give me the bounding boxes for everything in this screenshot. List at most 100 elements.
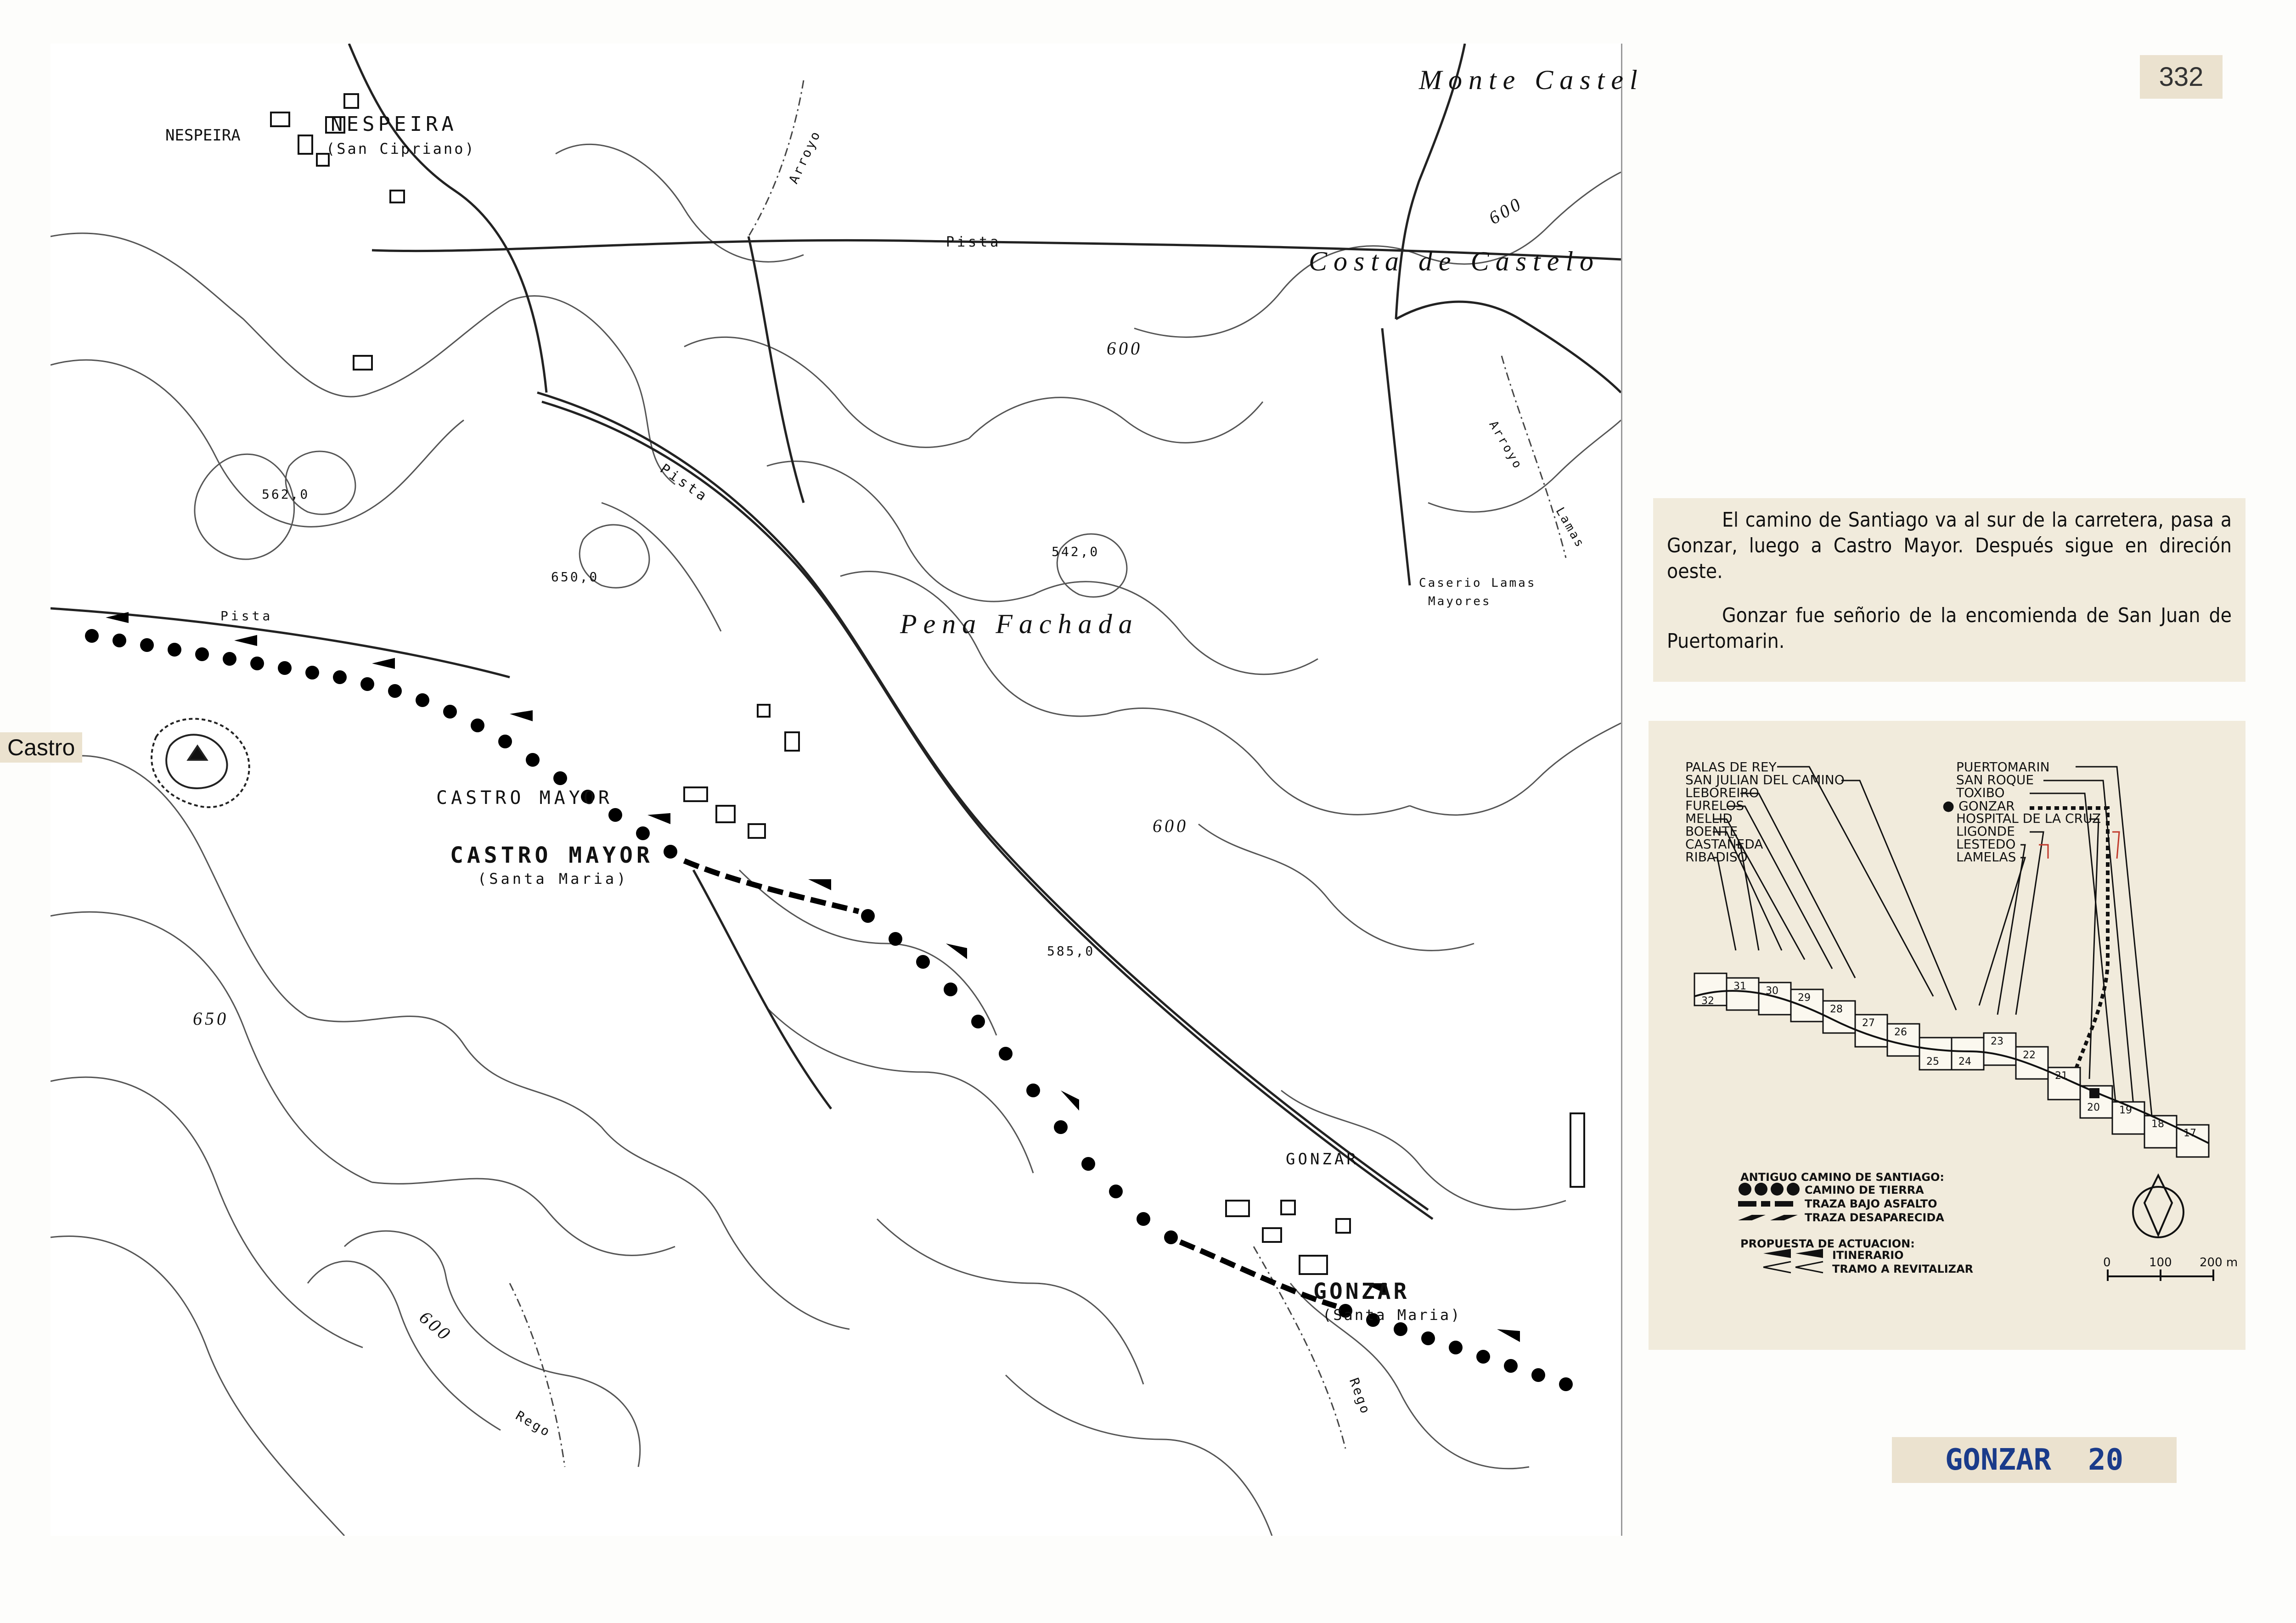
main-road (537, 391, 1429, 1211)
contour-line (1106, 708, 1410, 815)
place-label-castro-mayor: CASTRO MAYOR (450, 842, 653, 868)
contour-line (738, 869, 997, 1036)
contour-line (343, 1230, 641, 1467)
legend-place: CASTAÑEDA (1685, 837, 1763, 852)
route-dot (999, 1047, 1013, 1061)
route-dot (553, 771, 567, 785)
scale-label: 200 m (2200, 1256, 2238, 1269)
map-drawing (51, 44, 1621, 1536)
leader-line (1841, 780, 1957, 1011)
elevation-label: 650 (193, 1008, 229, 1029)
contour-line (1289, 1283, 1530, 1470)
sheet-box (1983, 1032, 2017, 1066)
route-dot (889, 932, 902, 946)
building (1280, 1200, 1296, 1215)
sheet-number: 29 (1798, 992, 1811, 1004)
contour-line (51, 232, 510, 398)
route-dot (1531, 1368, 1545, 1382)
building (389, 190, 405, 203)
feature-label-pista: Pista (946, 234, 1002, 250)
route-dot (85, 629, 99, 643)
route-dot (944, 983, 957, 996)
route-dot (608, 808, 622, 822)
itinerary-arrow-icon (946, 943, 967, 959)
itinerary-arrow-icon (1061, 1090, 1079, 1111)
sheet-number: 22 (2023, 1050, 2036, 1061)
leader-line (1978, 857, 2026, 1006)
legend-place-current-label: GONZAR (1958, 798, 2015, 814)
contour-line (51, 359, 464, 528)
legend-place: HOSPITAL DE LA CRUZ (1956, 811, 2101, 826)
stream (748, 80, 805, 237)
leader-line-red (2039, 844, 2049, 859)
sheet-box (1790, 988, 1824, 1022)
sheet-box (2015, 1046, 2049, 1080)
contour-line (840, 571, 1107, 717)
route-dot (1504, 1359, 1518, 1373)
contour-line (601, 502, 722, 632)
sheet-number: 20 (2088, 1443, 2124, 1477)
legend-place: FURELOS (1685, 798, 1745, 813)
contour-line (51, 911, 372, 1183)
legend-place: SAN ROQUE (1956, 772, 2034, 787)
sheet-number: 23 (1991, 1036, 2003, 1047)
building (325, 116, 345, 134)
sheet-number: 30 (1766, 985, 1778, 997)
sheet-number: 21 (2055, 1070, 2068, 1082)
building (1570, 1112, 1585, 1188)
place-label-gonzar-small: GONZAR (1286, 1150, 1359, 1168)
legend-key-item: CAMINO DE TIERRA (1805, 1184, 1924, 1196)
route-dot (471, 719, 484, 732)
track (1381, 328, 1411, 586)
itinerary-arrow-icon (234, 635, 257, 646)
itinerary-arrow-icon (510, 710, 533, 721)
scale-label: 0 (2103, 1256, 2111, 1269)
leader-line (1713, 857, 1737, 951)
key-symbols (1738, 1183, 1823, 1258)
route-dot (250, 657, 264, 670)
building (715, 805, 736, 823)
contour-line (51, 1076, 363, 1348)
legend-place: LAMELAS (1956, 849, 2016, 865)
sheet-number: 26 (1894, 1027, 1907, 1038)
building (784, 731, 800, 752)
legend-proposal-title: PROPUESTA DE ACTUACION: (1740, 1237, 1915, 1250)
sheet-number: 31 (1733, 981, 1746, 992)
itinerary-arrow-icon (647, 813, 670, 824)
stream (509, 1283, 566, 1467)
place-label-castro-mayor-small: CASTRO MAYOR (436, 787, 613, 809)
legend-key-item: TRAZA DESAPARECIDA (1805, 1211, 1944, 1224)
building (298, 135, 313, 155)
place-label-monte-castel: Monte Castel (1419, 65, 1644, 95)
building (683, 786, 708, 802)
contour-line (684, 336, 969, 448)
place-label-gonzar: GONZAR (1313, 1279, 1410, 1304)
track (1395, 44, 1466, 320)
place-label-castro-mayor-parish: (Santa Maria) (478, 870, 629, 887)
sheet-number: 32 (1701, 995, 1714, 1007)
place-label-costa-de-castelo: Costa de Castelo (1309, 246, 1600, 276)
leader-line (1997, 844, 2026, 1015)
topographic-map[interactable]: NESPEIRA NESPEIRA (San Cipriano) Monte C… (0, 44, 1638, 1536)
building (1299, 1255, 1328, 1275)
current-route-indicator (2030, 806, 2110, 1071)
route-dot (971, 1015, 985, 1028)
route-dot (664, 845, 677, 859)
route-dot (223, 652, 236, 666)
sheet-box (1951, 1037, 1985, 1071)
legend-place: LESTEDO (1956, 837, 2016, 852)
sheet-number: 18 (2151, 1118, 2164, 1130)
spot-height-label: 650,0 (551, 569, 599, 584)
leader-line (1713, 831, 1783, 951)
contour-line (1409, 722, 1621, 816)
leader-line (1736, 844, 1760, 951)
leader-line (2043, 780, 2136, 1125)
legend-proposal-item: ITINERARIO (1832, 1249, 1904, 1262)
legend-place: TOXIBO (1956, 785, 2005, 800)
scale-label: 100 (2149, 1256, 2172, 1269)
route-dot (1476, 1350, 1490, 1364)
sheet-number: 25 (1926, 1056, 1939, 1067)
itinerary-arrow-icon (372, 658, 395, 669)
contour-line (555, 143, 804, 263)
route-dot (1366, 1313, 1380, 1327)
